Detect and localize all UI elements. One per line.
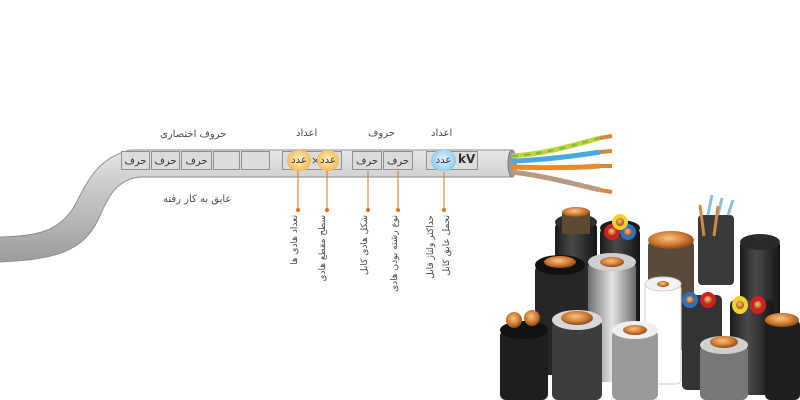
exposed-wires	[511, 134, 613, 194]
callout-wire-count: تعداد هادی ها	[290, 215, 300, 265]
callout-strand-type: نوع رشته بودن هادی	[390, 215, 400, 292]
label-numbers-left: اعداد	[296, 128, 318, 139]
abbr-letter-box-3: حرف	[181, 151, 212, 170]
cross-section-marker: عدد	[317, 150, 339, 171]
label-numbers-right: اعداد	[431, 128, 453, 139]
label-letters: حروف	[368, 128, 395, 139]
cable-cross-sections-image	[500, 194, 800, 400]
abbr-empty-box-2	[241, 151, 270, 170]
letter-box-2: حرف	[383, 151, 413, 170]
abbr-letter-box-1: حرف	[121, 151, 150, 170]
abbr-letter-box-2: حرف	[151, 151, 180, 170]
abbr-empty-box-1	[213, 151, 240, 170]
callout-lines	[297, 171, 445, 210]
callout-conductor-shape: شکل هادی کابل	[360, 215, 370, 275]
voltage-number-marker: عدد	[431, 150, 456, 171]
cable-sheath	[0, 149, 513, 263]
callout-cross-section: سطح مقطع هادی	[318, 215, 328, 282]
insulation-note: عایق به کار رفته	[163, 194, 232, 205]
wire-count-marker: عدد	[287, 150, 311, 171]
label-abbreviation-letters: حروف اختصاری	[160, 129, 227, 140]
letter-box-1: حرف	[352, 151, 382, 170]
callout-voltage-tolerance: تحمل عایق کابل	[442, 215, 452, 276]
voltage-unit: kV	[458, 152, 476, 166]
callout-max-voltage: حداکثر ولتاژ قابل	[426, 215, 436, 279]
times-sign: ×	[311, 154, 321, 167]
